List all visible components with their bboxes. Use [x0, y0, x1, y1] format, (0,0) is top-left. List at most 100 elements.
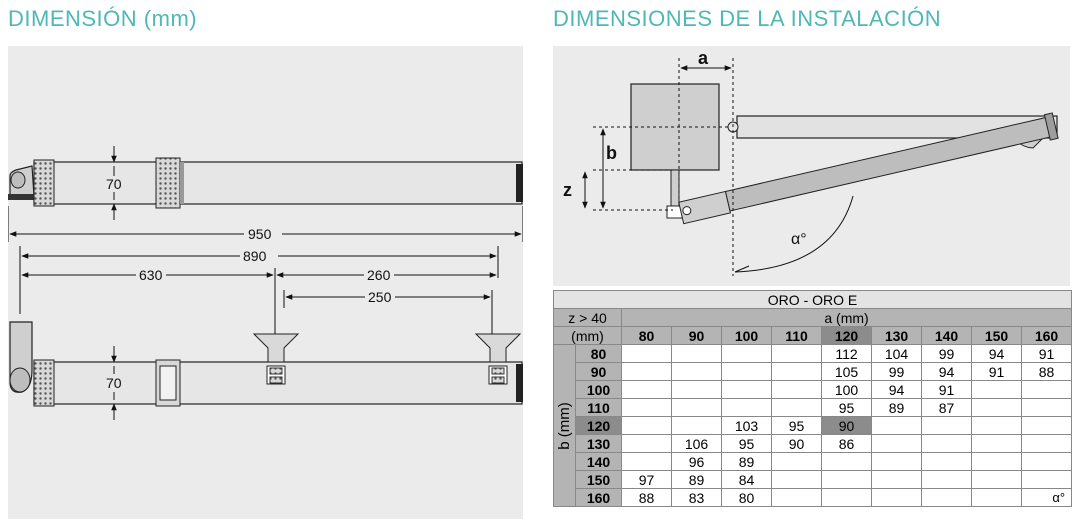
- angle-cell: [721, 362, 772, 381]
- angle-cell: [621, 344, 672, 363]
- b-value-header: 150: [575, 470, 622, 489]
- angle-cell: [971, 416, 1022, 435]
- a-value-header: 100: [721, 326, 772, 345]
- a-value-header: 150: [971, 326, 1022, 345]
- angle-cell: 84: [721, 470, 772, 489]
- actuator-top-view: 70 950: [7, 146, 524, 242]
- angle-cell: [821, 470, 872, 489]
- mm-label-cell: (mm): [553, 326, 622, 345]
- angle-cell: 91: [1020, 344, 1073, 363]
- b-value-header: 160: [575, 488, 622, 507]
- rod-end-shape: [516, 164, 523, 202]
- angle-cell: [971, 470, 1022, 489]
- angle-cell: [821, 488, 872, 507]
- angle-cell: 88: [621, 488, 672, 507]
- label-alpha: α°: [791, 231, 807, 248]
- angle-cell: 94: [871, 380, 922, 399]
- angle-cell: [721, 398, 772, 417]
- angle-cell: [621, 452, 672, 471]
- angle-cell: [1020, 416, 1073, 435]
- angle-cell: 89: [721, 452, 772, 471]
- angle-cell: [1020, 470, 1073, 489]
- left-section-title: DIMENSIÓN (mm): [8, 6, 198, 31]
- angle-cell: [921, 452, 972, 471]
- b-label-text: b (mm): [555, 401, 573, 450]
- pillar-shape: [630, 83, 720, 171]
- angle-cell: 99: [871, 362, 922, 381]
- motor-round-shape: [9, 367, 31, 393]
- angle-cell: 103: [721, 416, 772, 435]
- angle-cell: [671, 416, 722, 435]
- angle-cell: [771, 452, 822, 471]
- angle-cell: [671, 362, 722, 381]
- angle-cell: 112: [821, 344, 872, 363]
- angle-cell: 91: [971, 362, 1022, 381]
- angle-cell: [821, 452, 872, 471]
- angle-arc: [734, 195, 854, 273]
- b-value-header: 100: [575, 380, 622, 399]
- angle-cell: 105: [821, 362, 872, 381]
- angle-cell: [671, 344, 722, 363]
- angle-cell: 94: [971, 344, 1022, 363]
- angle-cell: [771, 470, 822, 489]
- collar-shape: [180, 162, 184, 204]
- angle-cell: 95: [771, 416, 822, 435]
- actuator-body-top: [33, 161, 523, 205]
- installation-diagram-panel: a b z α°: [553, 46, 1070, 286]
- motor-joint-shape: [10, 171, 26, 189]
- second-label-260: 260: [367, 267, 391, 283]
- b-value-header: 110: [575, 398, 622, 417]
- angle-cell: 86: [821, 434, 872, 453]
- vent-grille-middle: [155, 157, 181, 209]
- angle-cell: 87: [921, 398, 972, 417]
- angle-cell: 97: [621, 470, 672, 489]
- angle-arc-tick: [734, 265, 750, 273]
- angle-cell: [721, 344, 772, 363]
- total-label-890: 890: [243, 248, 267, 264]
- pillar-plate-shape: [670, 169, 680, 211]
- a-value-header: 110: [771, 326, 822, 345]
- angle-cell: [621, 434, 672, 453]
- angle-cell: 106: [671, 434, 722, 453]
- angle-cell: [1020, 398, 1073, 417]
- label-a: a: [698, 48, 709, 68]
- angle-cell: 94: [921, 362, 972, 381]
- actuator-side-view: 890 630 260 250: [9, 246, 523, 420]
- alpha-note-cell: α°: [1020, 488, 1073, 507]
- dimension-diagram: 70 950 890 630 260: [7, 146, 524, 420]
- angle-cell: [1020, 452, 1073, 471]
- angle-cell: 90: [821, 416, 872, 435]
- angle-cell: [921, 488, 972, 507]
- angle-cell: [871, 470, 922, 489]
- angle-cell: [871, 434, 922, 453]
- angle-cell: 89: [871, 398, 922, 417]
- table-title: ORO - ORO E: [552, 290, 1073, 309]
- angle-cell: [871, 452, 922, 471]
- angle-cell: 95: [821, 398, 872, 417]
- angle-cell: [771, 344, 822, 363]
- angle-cell: [921, 470, 972, 489]
- angle-cell: [1020, 380, 1073, 399]
- angle-cell: [771, 380, 822, 399]
- a-value-header: 120: [821, 326, 872, 345]
- a-value-header: 80: [621, 326, 672, 345]
- b-value-header: 120: [575, 416, 622, 435]
- angle-cell: 83: [671, 488, 722, 507]
- right-section-title: DIMENSIONES DE LA INSTALACIÓN: [553, 6, 942, 31]
- angle-cell: 91: [921, 380, 972, 399]
- b-label-cell: b (mm): [553, 344, 576, 507]
- a-value-header: 140: [921, 326, 972, 345]
- label-b: b: [606, 143, 617, 163]
- label-z: z: [563, 180, 572, 200]
- angle-cell: 96: [671, 452, 722, 471]
- angle-cell: [971, 488, 1022, 507]
- a-value-header: 90: [671, 326, 722, 345]
- b-value-header: 90: [575, 362, 622, 381]
- angle-cell: [921, 416, 972, 435]
